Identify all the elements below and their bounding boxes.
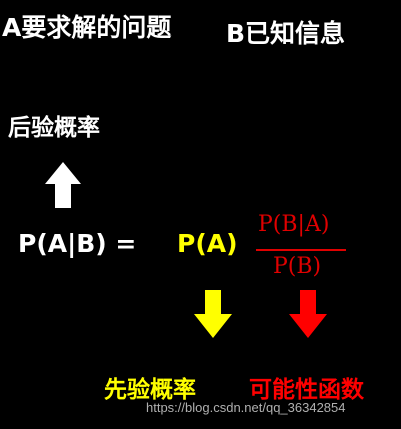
fraction-bar bbox=[256, 249, 346, 251]
prior-arrow-down-icon bbox=[194, 290, 232, 338]
formula-denominator: P(B) bbox=[273, 254, 322, 279]
question-title: A要求解的问题 bbox=[2, 13, 172, 42]
known-info-title: B已知信息 bbox=[226, 19, 346, 48]
watermark-url: https://blog.csdn.net/qq_36342854 bbox=[146, 400, 346, 415]
formula-prior-term: P(A) bbox=[177, 229, 238, 258]
arrow-up-icon bbox=[45, 162, 81, 208]
likelihood-label: 可能性函数 bbox=[249, 377, 364, 403]
likelihood-arrow-down-icon bbox=[289, 290, 327, 338]
prior-label: 先验概率 bbox=[104, 377, 196, 403]
formula-lhs: P(A|B) = bbox=[18, 229, 137, 258]
formula-numerator: P(B|A) bbox=[258, 212, 330, 237]
posterior-label: 后验概率 bbox=[8, 115, 100, 141]
